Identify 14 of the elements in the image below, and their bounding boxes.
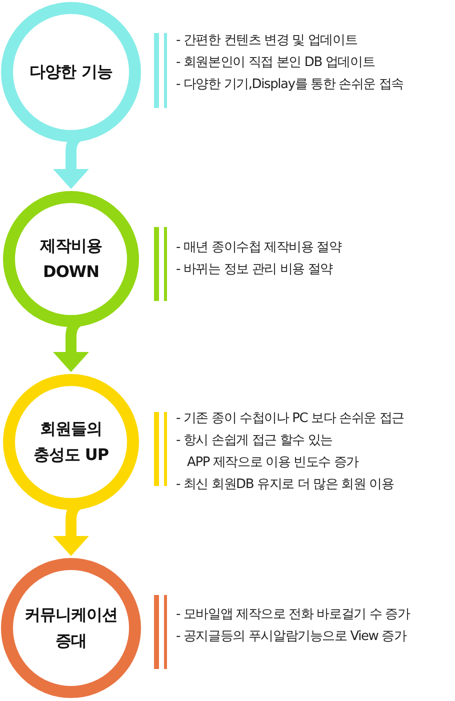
- bullet-text: - 공지글등의 푸시알람기능으로 View 증가: [176, 628, 408, 646]
- bullet-text: - 최신 회원DB 유지로 더 많은 회원 이용: [176, 476, 395, 494]
- bullet-text: - 다양한 기기,Display를 통한 손쉬운 접속: [176, 76, 405, 94]
- circle-title: 제작비용 DOWN: [38, 235, 103, 283]
- bullet-text: - 바뀌는 정보 관리 비용 절약: [176, 261, 334, 279]
- bullet-text: - 항시 손쉽게 접근 할수 있는 APP 제작으로 이용 빈도수 증가: [176, 432, 360, 472]
- bullet-text: - 간편한 컨텐츠 변경 및 업데이트: [176, 32, 358, 50]
- circle-title: 회원들의 충성도 UP: [32, 418, 110, 466]
- bullet-text: - 기존 종이 수첩이나 PC 보다 손쉬운 접근: [176, 410, 406, 428]
- bullet-text: - 회원본인이 직접 본인 DB 업데이트: [176, 54, 376, 72]
- bullet-text: - 매년 종이수첩 제작비용 절약: [176, 239, 343, 257]
- circle-title: 커뮤니케이션 증대: [24, 604, 118, 652]
- circle-title: 다양한 기능: [30, 61, 112, 83]
- bullet-text: - 모바일앱 제작으로 전화 바로걸기 수 증가: [176, 606, 412, 624]
